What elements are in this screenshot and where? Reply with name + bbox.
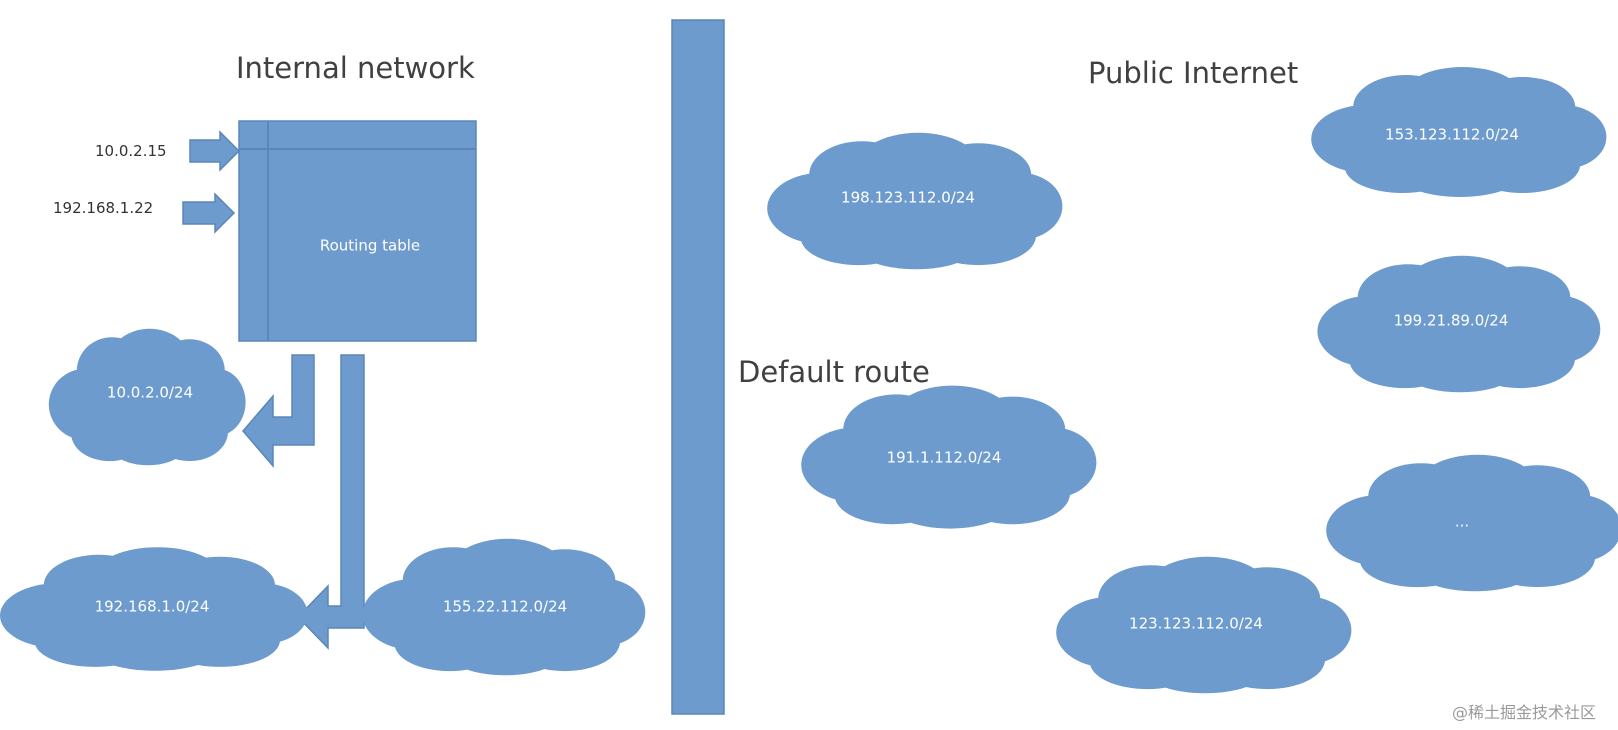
watermark: @稀土掘金技术社区 [1452, 703, 1596, 722]
cloud-icon: 10.0.2.0/24 [48, 328, 247, 467]
default-route-bar [671, 19, 725, 715]
cloud-label-pub3: 153.123.112.0/24 [1385, 126, 1519, 144]
cloud-label-net2: 192.168.1.0/24 [95, 598, 210, 616]
cloud-icon: 192.168.1.0/24 [0, 546, 309, 672]
routing-table: Routing table [238, 120, 477, 342]
input-ip-2: 192.168.1.22 [53, 199, 153, 217]
arrow-icon [296, 354, 365, 650]
public-internet-title: Public Internet [1088, 56, 1298, 90]
cloud-icon: 155.22.112.0/24 [361, 537, 647, 677]
input-ip-1: 10.0.2.15 [95, 142, 167, 160]
arrow-icon [189, 130, 241, 172]
routing-table-label: Routing table [320, 237, 420, 255]
cloud-label-pub2: 191.1.112.0/24 [887, 449, 1002, 467]
cloud-label-pub1: 198.123.112.0/24 [841, 189, 975, 207]
cloud-icon: 191.1.112.0/24 [800, 384, 1098, 530]
cloud-label-pub4: 199.21.89.0/24 [1394, 312, 1509, 330]
cloud-label-pub6: 123.123.112.0/24 [1129, 615, 1263, 633]
cloud-label-net3: 155.22.112.0/24 [443, 598, 567, 616]
cloud-icon: 199.21.89.0/24 [1316, 254, 1602, 394]
cloud-label-pub5: ... [1455, 513, 1469, 531]
arrow-icon [182, 192, 236, 234]
internal-network-title: Internal network [236, 51, 475, 85]
cloud-icon: 153.123.112.0/24 [1310, 66, 1608, 198]
cloud-label-net1: 10.0.2.0/24 [107, 384, 193, 402]
cloud-icon: 198.123.112.0/24 [766, 131, 1064, 271]
default-route-title: Default route [738, 355, 930, 389]
cloud-icon: ... [1325, 453, 1618, 593]
arrow-icon [242, 354, 315, 469]
cloud-icon: 123.123.112.0/24 [1055, 555, 1353, 695]
